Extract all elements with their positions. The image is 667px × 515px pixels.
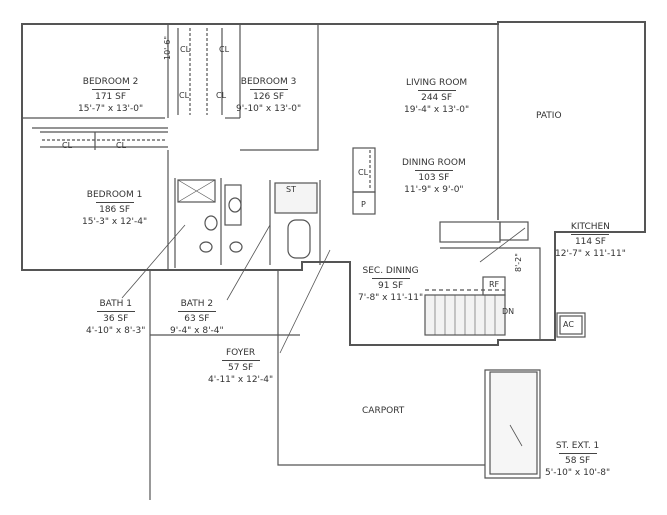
label-rule (417, 90, 456, 91)
room-area: 126 SF (253, 92, 285, 102)
room-area: 91 SF (377, 281, 404, 291)
label-rule (177, 311, 216, 312)
room-label-dining: DINING ROOM 103 SF 11'-9" x 9'-0" (402, 157, 466, 196)
room-label-bath1: BATH 1 36 SF 4'-10" x 8'-3" (86, 298, 145, 337)
refrigerator-tag: RF (489, 280, 500, 289)
room-name: KITCHEN (570, 222, 610, 232)
room-dimensions: 4'-11" x 12'-4" (208, 375, 274, 385)
room-dimensions: 9'-10" x 13'-0" (236, 104, 302, 114)
label-rule (414, 170, 453, 171)
label-rule (249, 89, 288, 90)
room-area: 103 SF (418, 173, 450, 183)
room-area: 186 SF (99, 205, 131, 215)
closet-tag: CL (216, 91, 227, 100)
closet-tag: CL (179, 91, 190, 100)
room-name: BATH 2 (180, 299, 214, 309)
room-name: BEDROOM 1 (86, 190, 143, 200)
room-area: 36 SF (103, 314, 129, 324)
room-dimensions: 19'-4" x 13'-0" (404, 105, 470, 115)
label-rule (96, 311, 135, 312)
patio-label: PATIO (536, 111, 562, 121)
room-name: BEDROOM 2 (82, 77, 139, 87)
room-dimensions: 9'-4" x 8'-4" (170, 326, 224, 336)
label-rule (221, 360, 260, 361)
room-label-bath2: BATH 2 63 SF 9'-4" x 8'-4" (170, 298, 224, 337)
room-name: FOYER (225, 348, 256, 358)
room-label-st-ext-1: ST. EXT. 1 58 SF 5'-10" x 10'-8" (545, 440, 610, 479)
room-dimensions: 5'-10" x 10'-8" (545, 468, 611, 478)
room-label-bedroom2: BEDROOM 2 171 SF 15'-7" x 13'-0" (78, 76, 143, 115)
ac-unit-tag: AC (563, 320, 574, 329)
room-dimensions: 15'-7" x 13'-0" (78, 104, 144, 114)
room-area: 171 SF (95, 92, 127, 102)
room-label-foyer: FOYER 57 SF 4'-11" x 12'-4" (208, 347, 273, 386)
closet-tag: CL (180, 45, 191, 54)
closet-tag: CL (116, 141, 127, 150)
room-area: 114 SF (574, 237, 606, 247)
room-dimensions: 15'-3" x 12'-4" (82, 217, 148, 227)
label-rule (95, 202, 134, 203)
room-name: SEC. DINING (362, 266, 419, 276)
room-dimensions: 7'-8" x 11'-11" (358, 293, 424, 303)
room-name: BEDROOM 3 (240, 77, 297, 87)
room-name: LIVING ROOM (405, 78, 468, 88)
kitchen-depth-dimension: 8'-2" (514, 253, 523, 272)
pantry-tag: P (361, 200, 366, 209)
label-rule (91, 89, 130, 90)
room-area: 57 SF (227, 363, 254, 373)
room-label-bedroom1: BEDROOM 1 186 SF 15'-3" x 12'-4" (82, 189, 147, 228)
carport-outline (149, 270, 541, 500)
label-rule (371, 278, 410, 279)
carport-label: CARPORT (362, 406, 405, 416)
label-rule (571, 234, 610, 235)
stair-down-tag: DN (502, 307, 515, 316)
room-dimensions: 4'-10" x 8'-3" (86, 326, 146, 336)
storage-tag: ST (286, 185, 296, 194)
room-dimensions: 11'-9" x 9'-0" (404, 185, 464, 195)
room-label-kitchen: KITCHEN 114 SF 12'-7" x 11'-11" (555, 221, 626, 260)
closet-tag: CL (219, 45, 230, 54)
closet-tag: CL (62, 141, 73, 150)
closet-tag: CL (358, 168, 369, 177)
room-area: 58 SF (564, 456, 591, 466)
room-label-living: LIVING ROOM 244 SF 19'-4" x 13'-0" (404, 77, 469, 116)
exterior-wall (21, 21, 646, 346)
room-name: BATH 1 (99, 299, 132, 309)
room-label-bedroom3: BEDROOM 3 126 SF 9'-10" x 13'-0" (236, 76, 301, 115)
room-dimensions: 12'-7" x 11'-11" (555, 249, 626, 259)
hall-width-dimension: 10'-6" (163, 35, 172, 60)
room-area: 244 SF (421, 93, 453, 103)
room-label-sec-dining: SEC. DINING 91 SF 7'-8" x 11'-11" (358, 265, 423, 304)
room-name: DINING ROOM (402, 158, 466, 168)
label-rule (558, 453, 597, 454)
room-name: ST. EXT. 1 (555, 441, 600, 451)
room-area: 63 SF (184, 314, 210, 324)
